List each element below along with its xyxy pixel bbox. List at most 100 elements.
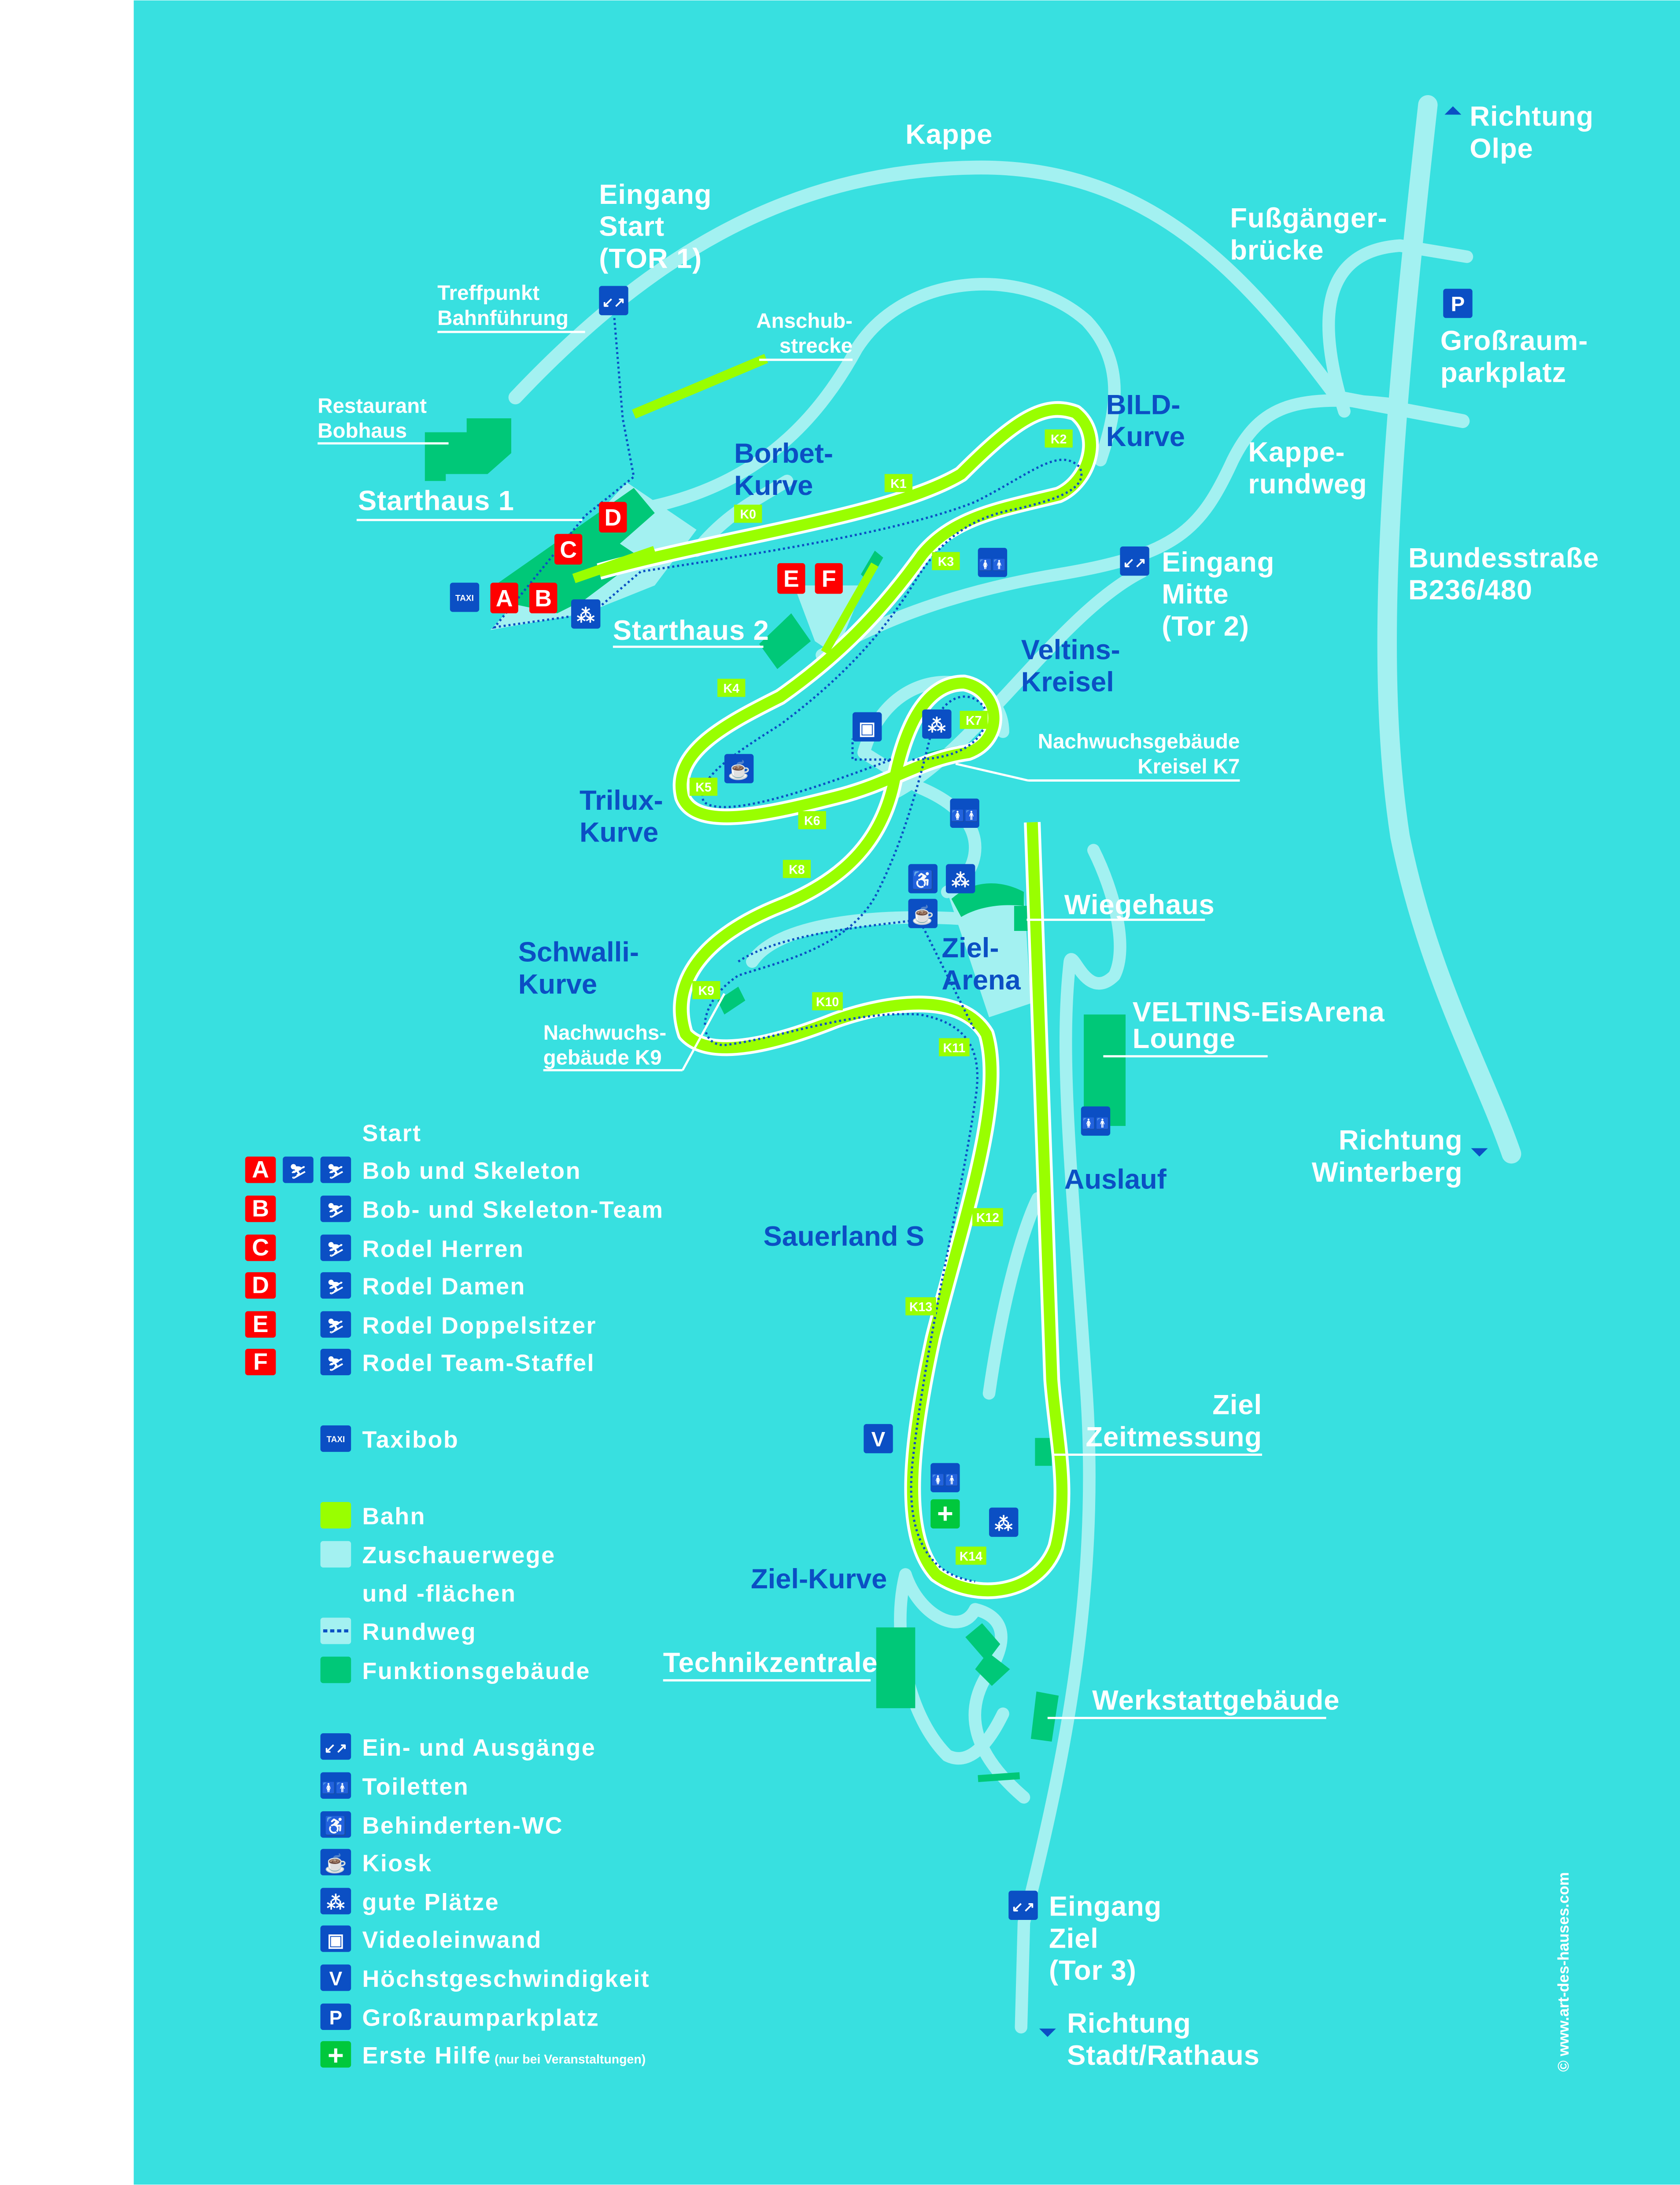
legend-row-a: A⛷⛷Bob und Skeleton xyxy=(245,1156,580,1184)
svg-text:⁂: ⁂ xyxy=(995,1513,1013,1534)
first-aid-icon: + xyxy=(930,1498,960,1529)
toilets-icon: 🚺🚹 xyxy=(930,1463,960,1492)
track-main xyxy=(597,404,1096,1597)
svg-text:Rodel Damen: Rodel Damen xyxy=(362,1273,525,1300)
svg-text:B: B xyxy=(252,1196,269,1222)
svg-text:Toiletten: Toiletten xyxy=(362,1773,469,1800)
legend-kiosk: ☕Kiosk xyxy=(320,1849,432,1876)
label-bild-kurve: BILD-Kurve xyxy=(1106,389,1185,452)
luge-relay-icon xyxy=(320,1349,351,1376)
svg-text:K14: K14 xyxy=(960,1550,982,1564)
legend-wc: ♿Behinderten-WC xyxy=(320,1811,562,1839)
good-spots-icon: ⁂ xyxy=(571,599,601,629)
label-trilux-kurve: Trilux-Kurve xyxy=(580,785,663,848)
svg-text:P: P xyxy=(1451,292,1465,316)
marker-k13: K13 xyxy=(905,1297,936,1316)
svg-text:B: B xyxy=(535,585,552,612)
legend-row-d: D⛷Rodel Damen xyxy=(245,1272,525,1300)
svg-text:⁂: ⁂ xyxy=(952,870,970,890)
svg-text:K2: K2 xyxy=(1051,432,1067,447)
svg-text:TAXI: TAXI xyxy=(455,594,474,603)
svg-text:⛷: ⛷ xyxy=(327,1355,344,1371)
svg-text:K10: K10 xyxy=(816,995,839,1009)
legend-entrances: ↙↗Ein- und Ausgänge xyxy=(320,1733,596,1761)
legend-funktion: Funktionsgebäude xyxy=(320,1657,590,1684)
svg-text:gute Plätze: gute Plätze xyxy=(362,1889,499,1916)
taxibob-icon xyxy=(283,1156,314,1183)
technikzentrale-building xyxy=(876,1627,916,1709)
wheelchair-wc-icon: ♿ xyxy=(908,864,938,893)
svg-text:⁂: ⁂ xyxy=(327,1893,345,1913)
technik-path xyxy=(894,1568,1009,1765)
svg-text:⛷: ⛷ xyxy=(327,1279,344,1295)
curve-markers: K0 K1 K2 K3 K4 K5 K6 K7 K8 K9 K10 K11 K1… xyxy=(689,429,1073,1565)
svg-text:C: C xyxy=(560,536,577,563)
label-borbet-kurve: Borbet-Kurve xyxy=(734,438,833,501)
svg-text:K1: K1 xyxy=(890,477,907,491)
svg-text:⛷: ⛷ xyxy=(327,1241,344,1257)
label-starthaus1: Starthaus 1 xyxy=(358,486,514,517)
marker-k3: K3 xyxy=(932,552,960,570)
rundweg-path xyxy=(491,317,1083,1583)
svg-text:Bahn: Bahn xyxy=(362,1503,426,1530)
svg-text:Funktionsgebäude: Funktionsgebäude xyxy=(362,1658,590,1684)
svg-text:Bob- und Skeleton-Team: Bob- und Skeleton-Team xyxy=(362,1197,664,1223)
vmax-icon: V xyxy=(864,1424,893,1454)
entrance-icon: ↙↗ xyxy=(1008,1890,1038,1920)
svg-text:☕: ☕ xyxy=(728,759,750,780)
legend-toilets: 🚺🚹Toiletten xyxy=(320,1772,469,1800)
svg-text:K0: K0 xyxy=(740,508,756,522)
svg-text:P: P xyxy=(329,2007,343,2029)
marker-k0: K0 xyxy=(734,505,762,523)
svg-text:↙↗: ↙↗ xyxy=(602,294,625,310)
svg-text:F: F xyxy=(253,1349,268,1375)
start-marker-b: B xyxy=(529,583,558,613)
video-screen-icon xyxy=(320,1925,351,1952)
building-swatch xyxy=(320,1657,351,1683)
anschubstrecke-track xyxy=(632,354,768,419)
vmax-icon xyxy=(320,1964,351,1991)
entrance-icon xyxy=(320,1733,351,1760)
marker-k11: K11 xyxy=(939,1038,970,1056)
label-nachwuchs-k9: Nachwuchs-gebäude K9 xyxy=(543,1021,666,1070)
label-underlines xyxy=(318,331,1326,1719)
label-auslauf: Auslauf xyxy=(1064,1164,1167,1195)
toilets-icon xyxy=(320,1772,351,1799)
copyright: © www.art-des-hauses.com xyxy=(1555,1872,1572,2071)
kapperundweg-path xyxy=(816,394,1399,661)
svg-text:Kiosk: Kiosk xyxy=(362,1850,432,1876)
svg-text:Ein- und Ausgänge: Ein- und Ausgänge xyxy=(362,1735,596,1761)
fussgaenger-path xyxy=(1322,239,1473,418)
svg-text:▣: ▣ xyxy=(859,718,876,738)
werkstatt-building xyxy=(1030,1691,1059,1742)
svg-text:⁂: ⁂ xyxy=(928,716,946,736)
map-icons: ↙↗ ↙↗ ↙↗ TAXI ⁂ ⁂ ⁂ ⁂ 🚺🚹 🚺🚹 🚺🚹 🚺🚹 ▣ ☕ ☕ … xyxy=(450,286,1473,1920)
svg-text:▣: ▣ xyxy=(327,1930,344,1950)
kappe-path xyxy=(508,160,1470,428)
marker-k12: K12 xyxy=(972,1208,1003,1226)
marker-k7: K7 xyxy=(960,711,988,729)
marker-k1: K1 xyxy=(884,474,912,492)
paths-swatch xyxy=(320,1541,351,1568)
svg-text:V: V xyxy=(329,1968,343,1990)
good-spots-icon: ⁂ xyxy=(922,709,952,739)
label-schwalli-kurve: Schwalli-Kurve xyxy=(518,937,639,1000)
marker-k9: K9 xyxy=(692,981,720,1000)
track xyxy=(572,354,1099,1599)
svg-text:☕: ☕ xyxy=(912,904,934,925)
good-spots-icon xyxy=(320,1888,351,1915)
taxibob-icon xyxy=(320,1425,351,1452)
legend-video: ▣Videoleinwand xyxy=(320,1925,541,1953)
label-starthaus2: Starthaus 2 xyxy=(613,615,769,646)
legend-first-aid: +Erste Hilfe(nur bei Veranstaltungen) xyxy=(320,2040,646,2071)
